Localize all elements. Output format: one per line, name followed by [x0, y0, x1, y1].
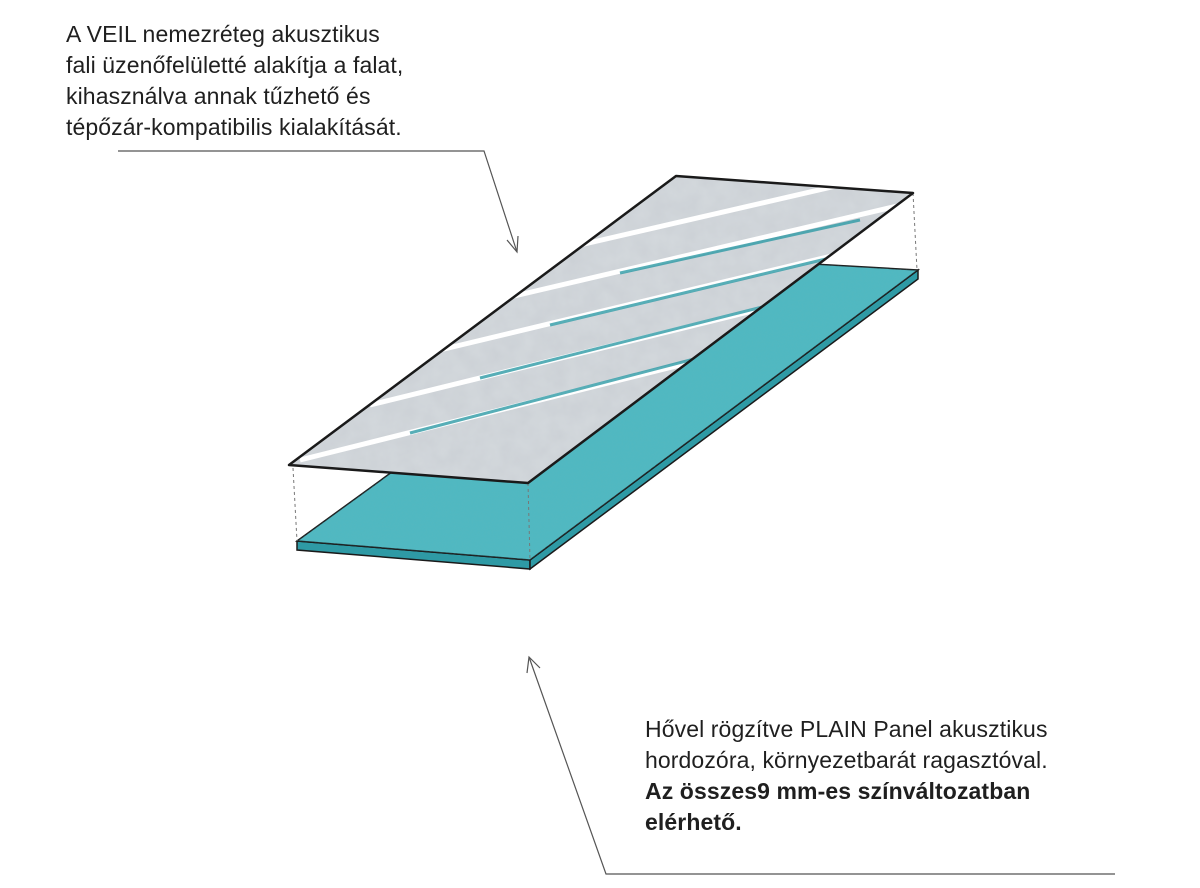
veil-gap-1 [409, 345, 741, 435]
arrowhead-bottom [526, 655, 541, 674]
guide-center [527, 482, 531, 561]
veil-gap-2 [479, 298, 791, 380]
leader-line-bottom [528, 656, 1115, 875]
arrowhead-top [506, 235, 519, 254]
veil-felt-layer [287, 174, 915, 485]
veil-felt-outline [287, 174, 915, 485]
annotation-plain-panel: Hővel rögzítve PLAIN Panel akusztikus ho… [645, 714, 1145, 838]
annotation-top-line-1: A VEIL nemezréteg akusztikus [66, 21, 380, 47]
veil-gap-3 [549, 256, 831, 327]
annotation-top-line-3: kihasználva annak tűzhető és [66, 83, 371, 109]
veil-felt-texture [289, 176, 913, 483]
annotation-top-line-2: fali üzenőfelületté alakítja a falat, [66, 52, 404, 78]
projection-guides [292, 192, 918, 561]
leader-lines [118, 150, 1115, 875]
veil-gap-4 [619, 218, 861, 275]
veil-stripe-5 [579, 176, 913, 248]
annotation-bottom-bold-line-2: elérhető. [645, 809, 742, 835]
annotation-veil-layer: A VEIL nemezréteg akusztikus fali üzenőf… [66, 19, 466, 143]
annotation-top-line-4: tépőzár-kompatibilis kialakítását. [66, 114, 402, 140]
guide-right [912, 192, 918, 271]
annotation-bottom-line-2: hordozóra, környezetbarát ragasztóval. [645, 747, 1048, 773]
veil-stripe-4 [509, 193, 913, 300]
annotation-bottom-bold-line-1: Az összes9 mm-es színváltozatban [645, 778, 1031, 804]
annotation-bottom-line-1: Hővel rögzítve PLAIN Panel akusztikus [645, 716, 1048, 742]
guide-left [292, 467, 298, 542]
leader-line-top [118, 150, 518, 253]
